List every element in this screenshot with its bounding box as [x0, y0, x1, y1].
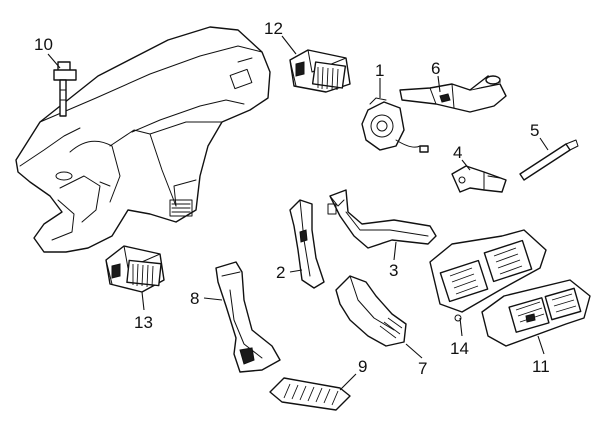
callout-2: 2: [276, 263, 285, 282]
vent-part-13: [105, 245, 165, 293]
callout-5: 5: [530, 121, 539, 140]
callout-13: 13: [134, 313, 153, 332]
vent-part-11: [481, 279, 591, 347]
callout-4: 4: [453, 143, 462, 162]
callout-3: 3: [389, 261, 398, 280]
leader-4: [461, 159, 471, 171]
leader-10: [47, 53, 61, 69]
callout-9: 9: [358, 357, 367, 376]
leader-3: [393, 241, 397, 261]
instrument-panel: [15, 26, 271, 253]
callout-1: 1: [375, 61, 384, 80]
callout-11: 11: [532, 357, 550, 376]
callout-labels: 10 12 1 6 5 4 2 3 8 7 9 13 14 11: [34, 19, 550, 378]
leader-9: [339, 373, 357, 391]
callout-8: 8: [190, 289, 199, 308]
callout-7: 7: [418, 359, 427, 378]
callout-12: 12: [264, 19, 283, 38]
vent-part-12: [289, 49, 351, 93]
leader-14: [459, 317, 463, 337]
duct-part-2: [289, 199, 325, 289]
leader-7: [405, 343, 423, 359]
leader-13: [141, 291, 145, 311]
leader-6: [437, 75, 441, 93]
duct-part-8: [215, 261, 281, 373]
duct-part-7: [335, 275, 407, 347]
leader-5: [539, 137, 549, 151]
stalk-switch-part-6: [399, 75, 507, 113]
callout-14: 14: [450, 339, 469, 358]
leader-8: [203, 297, 223, 301]
vent-part-14: [429, 229, 547, 322]
callout-6: 6: [431, 59, 440, 78]
sensor-part-10: [53, 61, 77, 117]
leader-2: [289, 269, 303, 273]
duct-part-3: [327, 189, 437, 249]
callout-10: 10: [34, 35, 53, 54]
bracket-part-4: [451, 165, 507, 193]
leader-12: [281, 35, 297, 55]
leader-11: [537, 335, 545, 355]
clockspring-part-1: [361, 97, 429, 153]
vent-part-9: [269, 377, 351, 411]
leader-lines: [47, 35, 549, 391]
rod-part-5: [519, 139, 579, 181]
